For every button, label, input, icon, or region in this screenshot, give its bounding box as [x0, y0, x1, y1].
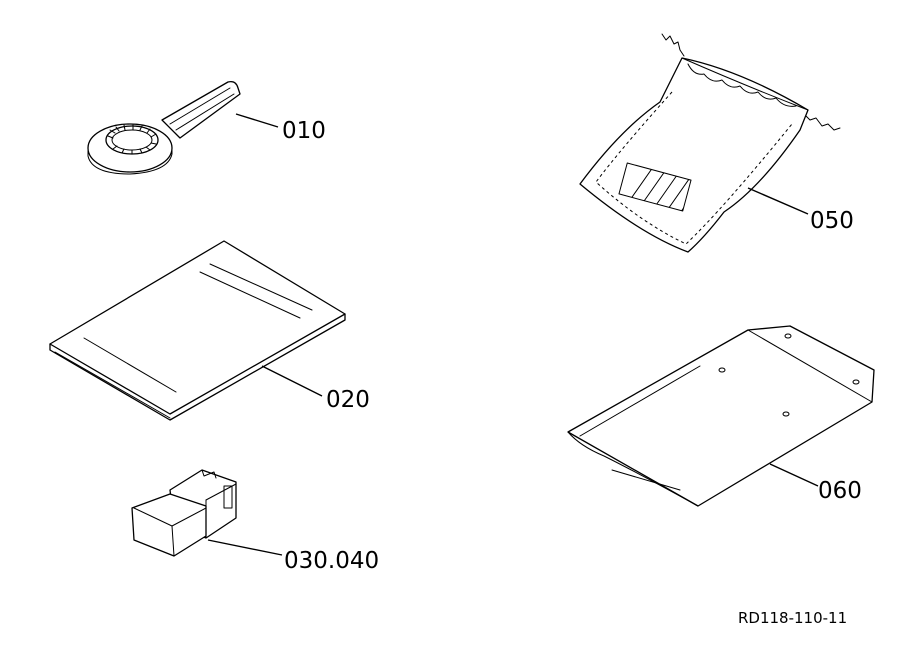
tool-bag-illustration — [579, 33, 841, 253]
callout-020: 020 — [326, 387, 370, 413]
reference-code: RD118-110-11 — [738, 609, 847, 627]
callout-010: 010 — [282, 118, 326, 144]
manual-illustration — [49, 240, 346, 421]
callout-030-040: 030.040 — [284, 548, 379, 574]
callout-060: 060 — [818, 478, 862, 504]
callout-050: 050 — [810, 208, 854, 234]
leader-line-020 — [261, 365, 323, 397]
wrench-illustration — [87, 80, 241, 175]
document-holder-illustration — [567, 325, 875, 507]
leader-line-060 — [769, 463, 819, 487]
leader-line-030-040 — [207, 539, 283, 556]
connector-cap-illustration — [131, 469, 237, 557]
leader-line-010 — [235, 113, 279, 128]
leader-line-050 — [747, 187, 809, 215]
